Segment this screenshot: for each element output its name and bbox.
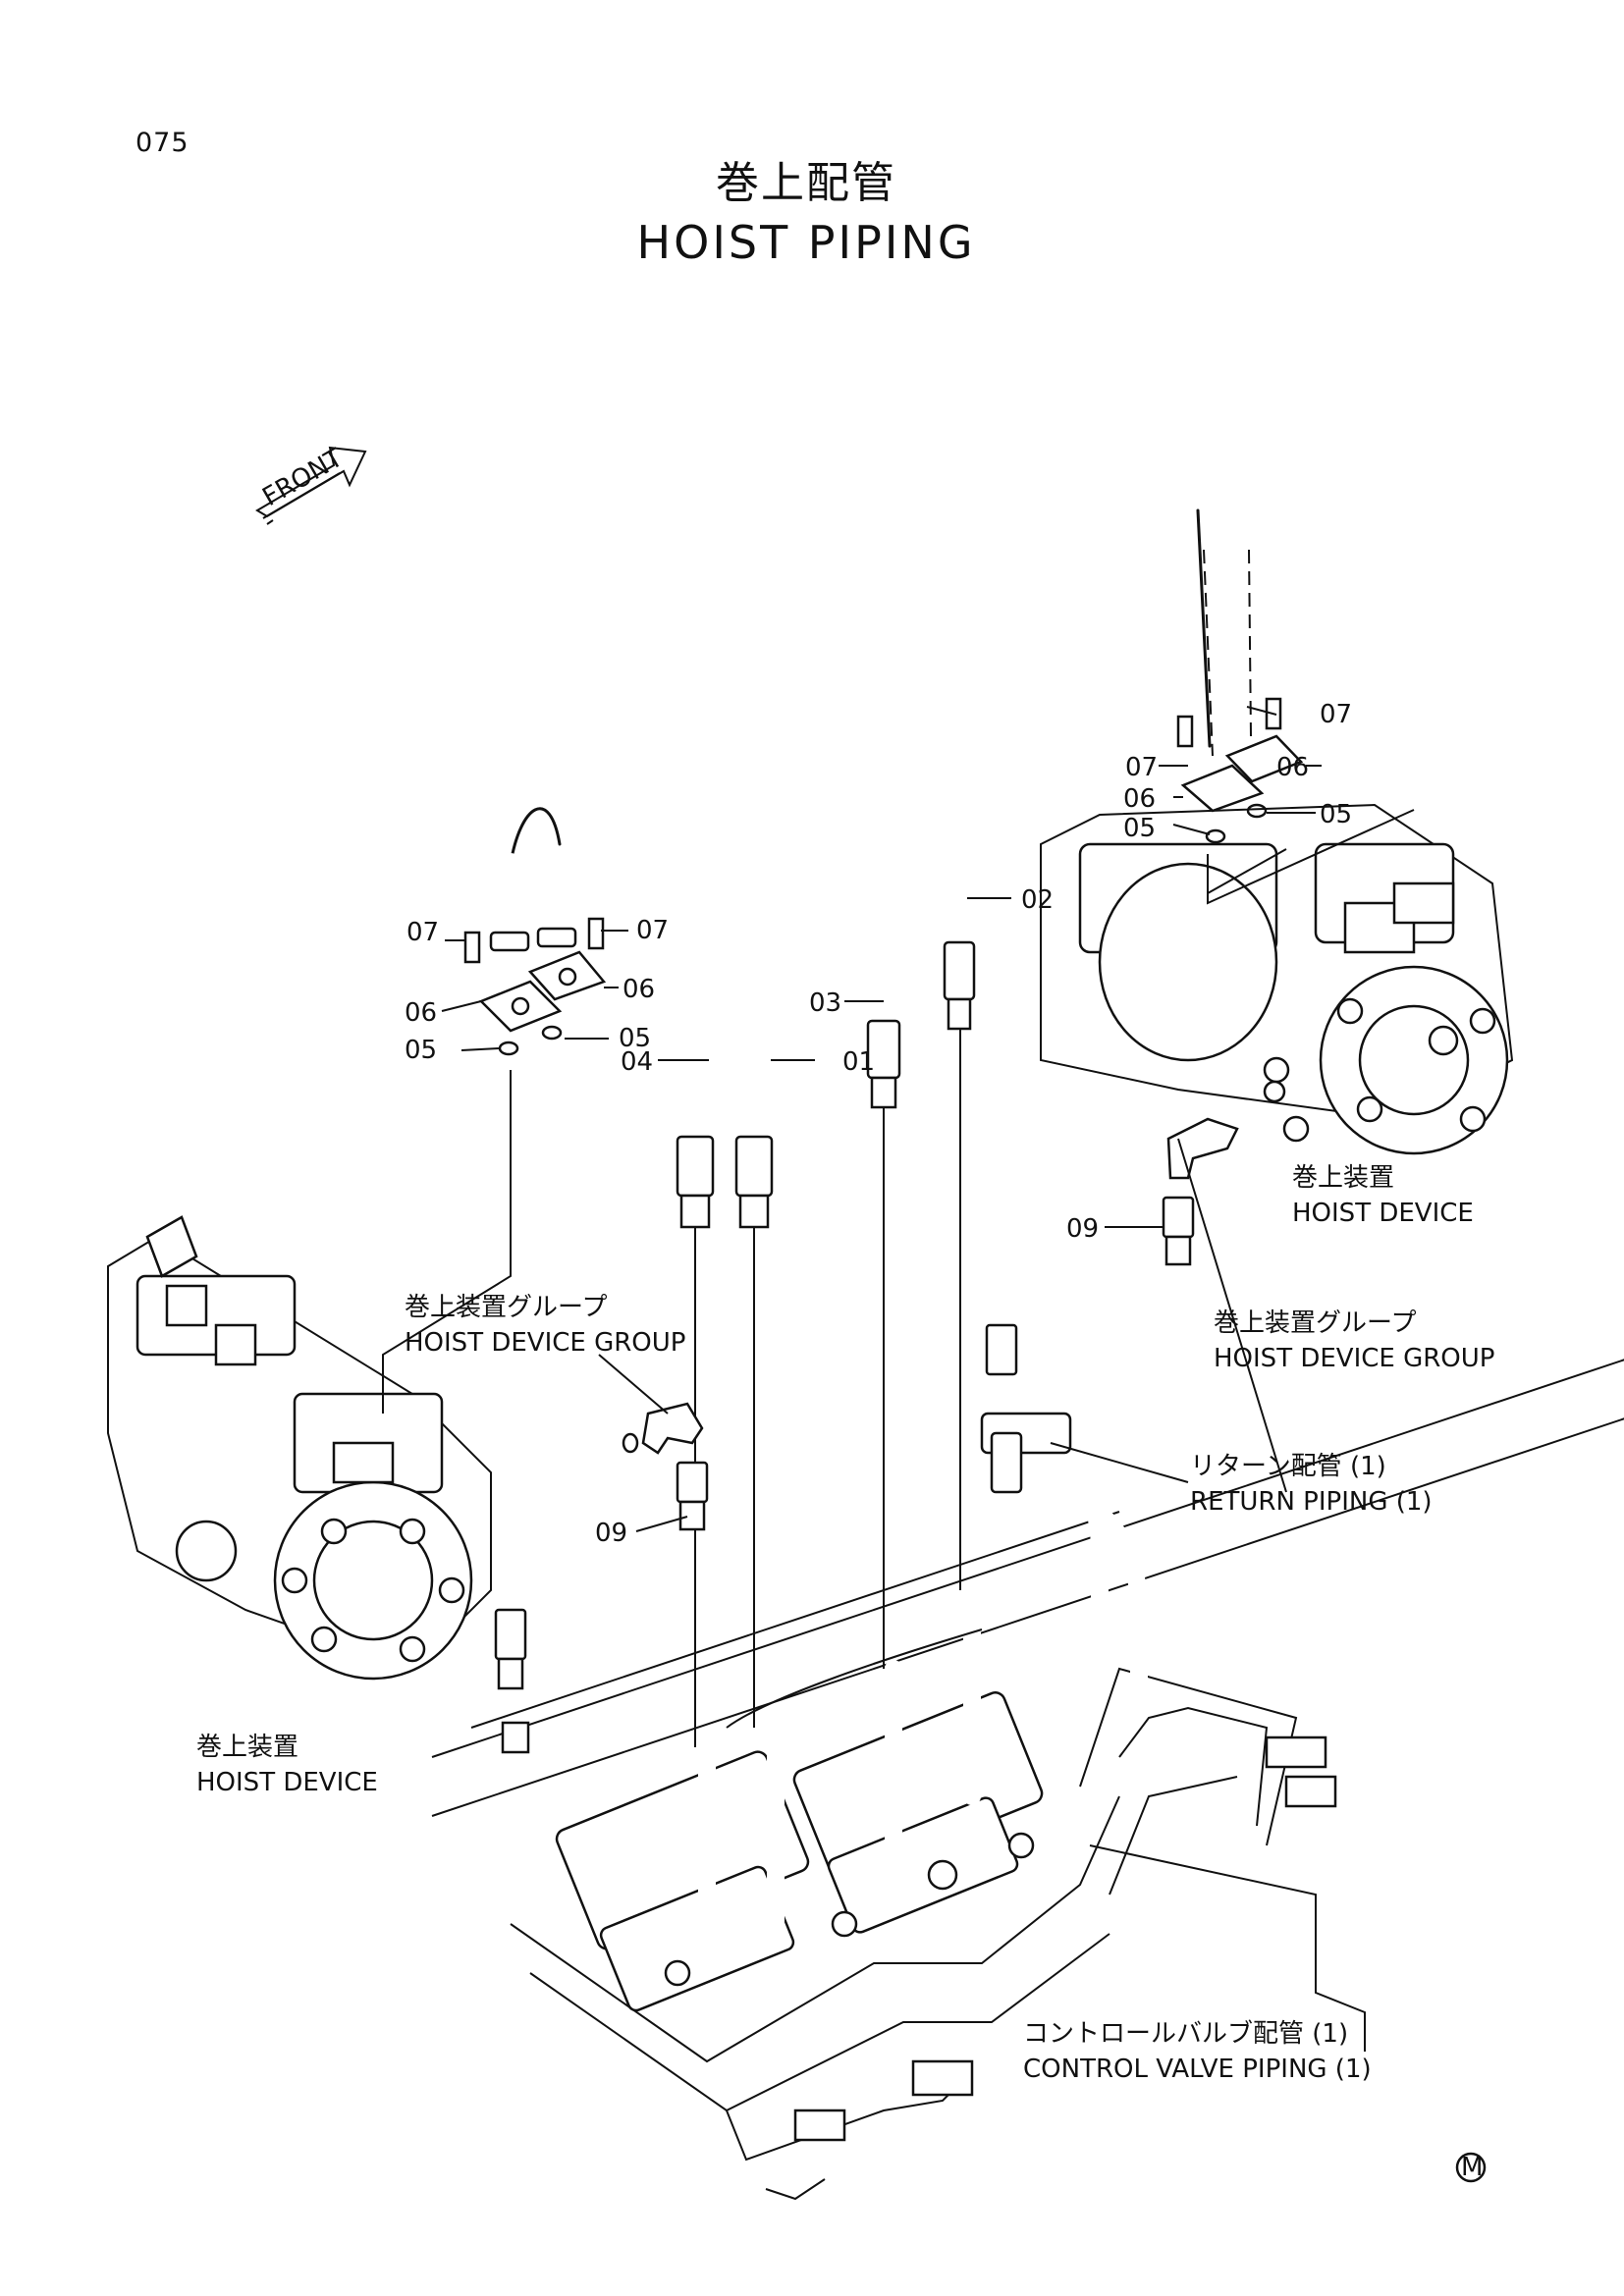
part-label-03: 03 — [809, 988, 841, 1018]
return-piping — [726, 1412, 1148, 1729]
callout-hoist-device-right-en: HOIST DEVICE — [1292, 1199, 1474, 1228]
part-label-02: 02 — [1021, 885, 1054, 915]
part-label-05-left-a: 05 — [405, 1036, 437, 1065]
part-label-01: 01 — [842, 1047, 875, 1077]
upper-left-flanges — [463, 807, 607, 1056]
callout-control-valve-piping-jp: コントロールバルブ配管 (1) — [1023, 2019, 1348, 2049]
part-label-06-right-b: 06 — [1123, 784, 1156, 814]
hoist-device-right — [1040, 803, 1514, 1155]
callout-hoist-device-group-right-en: HOIST DEVICE GROUP — [1214, 1344, 1494, 1373]
leader-lines — [441, 706, 1322, 1532]
front-label: FRONT — [258, 444, 349, 512]
callout-return-piping-jp: リターン配管 (1) — [1190, 1452, 1386, 1481]
hose-09-left — [494, 1402, 709, 1754]
hoist-device-left — [107, 1215, 492, 1681]
hose-group-01-04 — [489, 504, 1261, 1952]
title-english: HOIST PIPING — [636, 216, 976, 269]
part-label-07-right-b: 07 — [1125, 753, 1158, 782]
part-label-05-right-b: 05 — [1123, 814, 1156, 843]
control-valve-assembly — [510, 1691, 1366, 2201]
callout-labels: 巻上装置 HOIST DEVICE 巻上装置 HOIST DEVICE 巻上装置… — [196, 1163, 1494, 2084]
upper-right-flanges — [1176, 508, 1304, 844]
front-arrow-icon: FRONT — [255, 444, 367, 525]
callout-hoist-device-left-en: HOIST DEVICE — [196, 1768, 378, 1797]
callout-hoist-device-group-right-jp: 巻上装置グループ — [1214, 1308, 1416, 1338]
part-label-05-right-a: 05 — [1320, 800, 1352, 829]
callout-hoist-device-group-left-jp: 巻上装置グループ — [405, 1293, 607, 1322]
hose-09-right — [985, 1117, 1239, 1385]
footer-mark: M — [1455, 2152, 1487, 2183]
part-label-07-left-b: 07 — [636, 916, 669, 945]
title-japanese: 巻上配管 — [716, 158, 896, 208]
callout-return-piping-en: RETURN PIPING (1) — [1190, 1487, 1433, 1517]
part-label-07-right-a: 07 — [1320, 700, 1352, 729]
part-label-09-right: 09 — [1066, 1214, 1099, 1244]
part-label-06-right-a: 06 — [1276, 753, 1309, 782]
part-label-04: 04 — [621, 1047, 653, 1077]
part-label-06-left-a: 06 — [405, 998, 437, 1028]
machine-frame — [431, 1359, 1624, 1896]
part-label-05-left-b: 05 — [619, 1024, 651, 1053]
part-label-09-left: 09 — [595, 1519, 627, 1548]
callout-control-valve-piping-en: CONTROL VALVE PIPING (1) — [1023, 2055, 1372, 2084]
callout-hoist-device-left-jp: 巻上装置 — [196, 1733, 298, 1762]
page-number: 075 — [135, 128, 189, 158]
part-label-06-left-b: 06 — [623, 975, 655, 1004]
callout-hoist-device-group-left-en: HOIST DEVICE GROUP — [405, 1328, 685, 1358]
callout-hoist-device-right-jp: 巻上装置 — [1292, 1163, 1394, 1193]
part-labels: 01 02 03 04 07 07 06 06 05 05 07 07 06 0… — [405, 700, 1352, 1548]
part-label-07-left-a: 07 — [406, 918, 439, 947]
footer-mark-letter: M — [1461, 2153, 1483, 2182]
reference-lines — [382, 809, 1415, 1414]
title-block: 巻上配管 HOIST PIPING — [0, 147, 1624, 269]
